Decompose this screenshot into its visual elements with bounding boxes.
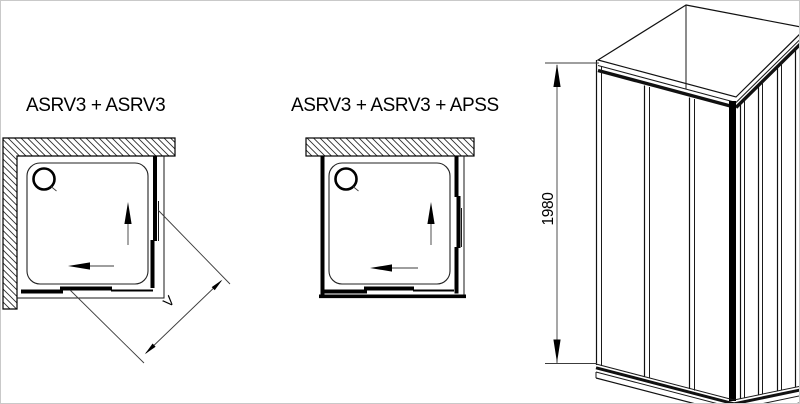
wall-hatch: [305, 137, 475, 157]
slide-direction-arrow-left: [68, 262, 114, 270]
left-face-mullions: [643, 85, 695, 391]
enclosure-outer-edge: [17, 156, 165, 299]
slide-direction-arrow-up: [124, 202, 132, 245]
bottom-track-profile: [595, 363, 799, 403]
slide-direction-arrow-left: [370, 264, 418, 272]
view-title: ASRV3 + ASRV3: [26, 95, 165, 116]
dimension-label-v: V: [160, 292, 178, 310]
height-dimension: 1980: [540, 62, 599, 364]
wall-hatch: [2, 137, 176, 310]
view-title: ASRV3 + ASRV3 + APSS: [291, 95, 499, 116]
dimension-label-1980: 1980: [540, 192, 557, 226]
top-view-asrv3-asrv3-apss: ASRV3 + ASRV3 + APSS: [291, 95, 499, 299]
shower-tray: [328, 162, 451, 285]
drain-circle: [32, 167, 56, 191]
shower-tray: [26, 162, 149, 285]
diagonal-dimension: V: [69, 209, 231, 364]
drain-tick: [352, 186, 359, 192]
sliding-door-panels: [321, 156, 462, 294]
drain-circle: [334, 167, 358, 191]
slide-direction-arrow-up: [427, 202, 435, 245]
drain-tick: [50, 186, 57, 192]
top-view-asrv3-asrv3: ASRV3 + ASRV3: [2, 95, 231, 364]
top-rim: [596, 4, 799, 98]
sliding-door-panels: [21, 156, 159, 294]
right-face-mullions: [739, 47, 797, 399]
perspective-view: 1980: [540, 4, 799, 403]
top-track-profile: [597, 39, 799, 110]
